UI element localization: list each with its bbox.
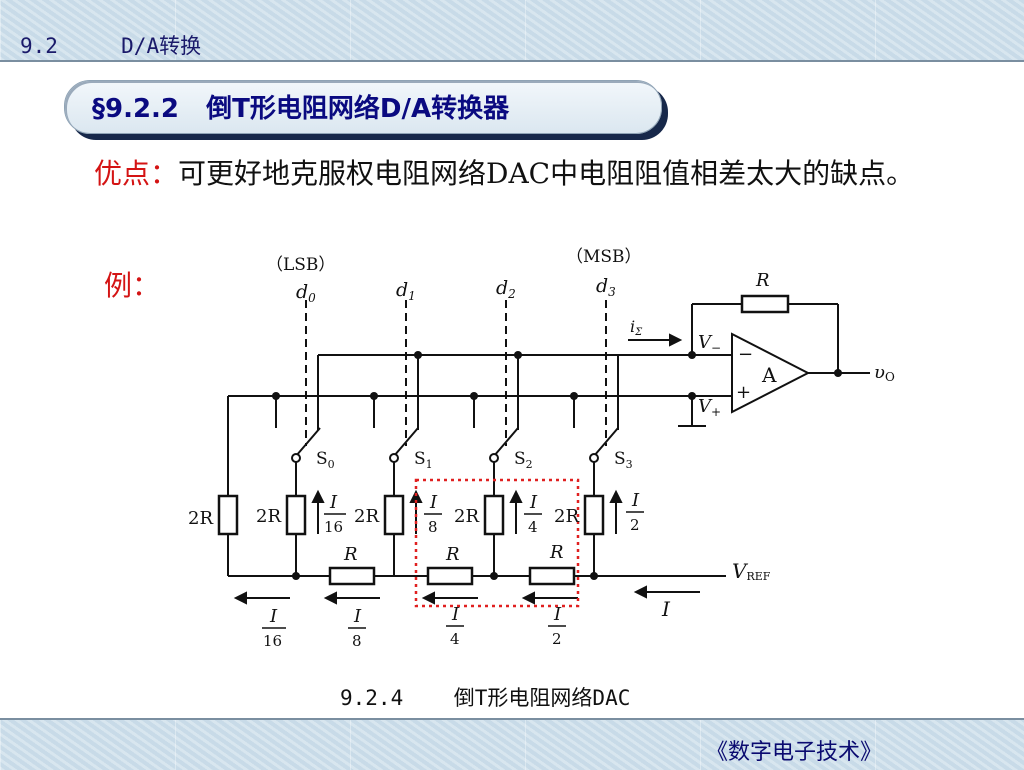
switch-s2: S2 bbox=[514, 449, 533, 471]
bit-d1: d1 bbox=[396, 279, 416, 303]
resistor-2r-left: 2R bbox=[188, 508, 213, 529]
resistor-r-0: R bbox=[343, 544, 358, 565]
highlight-box bbox=[414, 478, 580, 608]
svg-text:16: 16 bbox=[263, 632, 282, 650]
svg-text:I: I bbox=[529, 492, 538, 513]
figure-caption: 9.2.4 倒T形电阻网络DAC bbox=[340, 686, 631, 710]
advantage-paragraph: 优点：可更好地克服权电阻网络DAC中电阻阻值相差太大的缺点。 bbox=[94, 152, 934, 196]
opamp-label: A bbox=[761, 363, 777, 387]
bottom-current-i8: I 8 bbox=[348, 606, 366, 650]
header-bar bbox=[0, 0, 1024, 62]
svg-text:I: I bbox=[553, 604, 562, 625]
v-minus-label: V− bbox=[698, 332, 721, 355]
svg-text:8: 8 bbox=[428, 518, 438, 536]
branch-current-i2: I 2 bbox=[626, 490, 644, 534]
bottom-current-i16: I 16 bbox=[262, 606, 286, 650]
resistor-2r-3: 2R bbox=[554, 506, 579, 527]
svg-text:I: I bbox=[329, 492, 338, 513]
header-section: 9.2 D/A转换 bbox=[20, 30, 201, 60]
footer-bar bbox=[0, 718, 1024, 770]
branch-current-i4: I 4 bbox=[524, 492, 542, 536]
v-plus-label: V+ bbox=[698, 396, 721, 419]
svg-text:2: 2 bbox=[552, 630, 562, 648]
slide-title: §9.2.2 倒T形电阻网络D/A转换器 bbox=[92, 94, 510, 124]
bottom-current-i2: I 2 bbox=[548, 604, 566, 648]
bottom-current-i4: I 4 bbox=[446, 604, 464, 648]
switch-s0: S0 bbox=[316, 449, 335, 471]
resistor-2r-0: 2R bbox=[256, 506, 281, 527]
resistor-2r-1: 2R bbox=[354, 506, 379, 527]
opamp-plus: + bbox=[736, 382, 751, 403]
svg-text:4: 4 bbox=[450, 630, 460, 648]
branch-current-i16: I 16 bbox=[324, 492, 346, 536]
bit-d0: d0 bbox=[296, 281, 316, 305]
svg-text:16: 16 bbox=[324, 518, 343, 536]
advantage-label: 优点： bbox=[94, 157, 179, 190]
output-label: υO bbox=[874, 362, 895, 384]
svg-text:I: I bbox=[429, 492, 438, 513]
isum-label: iΣ bbox=[630, 317, 643, 338]
svg-text:I: I bbox=[269, 606, 278, 627]
resistor-feedback: R bbox=[755, 270, 770, 291]
lsb-label: （LSB） bbox=[266, 255, 335, 275]
title-box bbox=[64, 80, 662, 134]
total-current-label: I bbox=[661, 597, 671, 621]
advantage-text: 可更好地克服权电阻网络DAC中电阻阻值相差太大的缺点。 bbox=[178, 157, 915, 190]
bit-d3: d3 bbox=[596, 275, 616, 299]
svg-text:8: 8 bbox=[352, 632, 362, 650]
vref-label: VREF bbox=[732, 559, 771, 583]
svg-text:I: I bbox=[353, 606, 362, 627]
svg-text:4: 4 bbox=[528, 518, 538, 536]
msb-label: （MSB） bbox=[566, 247, 642, 267]
footer-book-title: 《数字电子技术》 bbox=[706, 740, 883, 765]
resistor-2r-2: 2R bbox=[454, 506, 479, 527]
resistor-r-2: R bbox=[549, 542, 564, 563]
svg-text:2: 2 bbox=[630, 516, 640, 534]
switch-s1: S1 bbox=[414, 449, 433, 471]
bit-d2: d2 bbox=[496, 277, 516, 301]
switch-s3: S3 bbox=[614, 449, 633, 471]
branch-current-i8: I 8 bbox=[424, 492, 442, 536]
example-label: 例： bbox=[104, 269, 161, 302]
svg-text:I: I bbox=[631, 490, 640, 511]
section-number: 9.2 bbox=[20, 34, 58, 58]
opamp-minus: − bbox=[738, 344, 753, 365]
section-topic: D/A转换 bbox=[121, 34, 202, 58]
svg-text:I: I bbox=[451, 604, 460, 625]
resistor-r-1: R bbox=[445, 544, 460, 565]
